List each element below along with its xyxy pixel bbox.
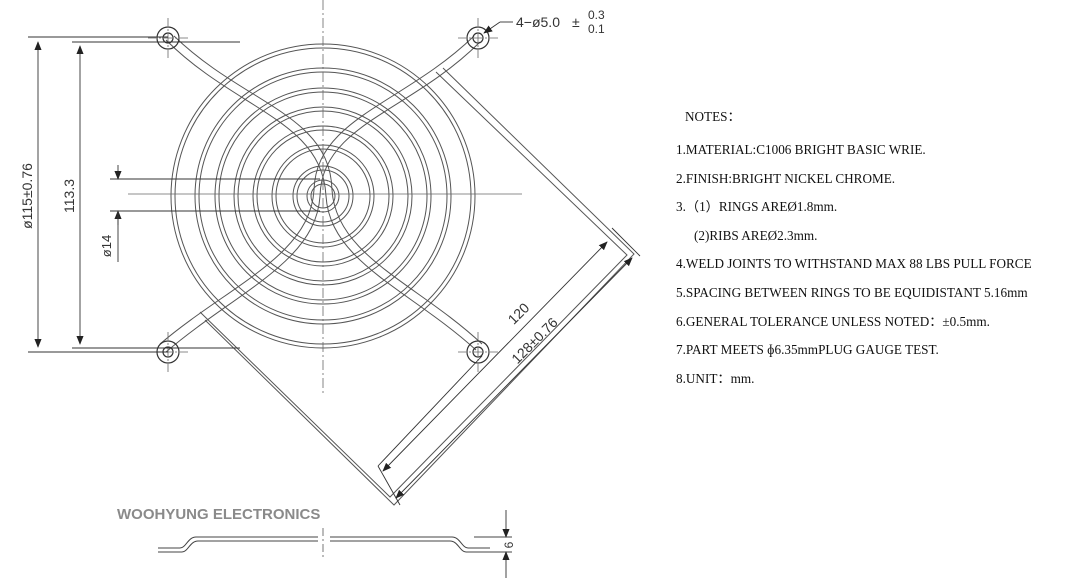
note-item: 1.MATERIAL:C1006 BRIGHT BASIC WRIE. (676, 142, 926, 157)
diagonal-dimensions (377, 227, 641, 506)
hole-tolerance-lower: 0.1 (588, 22, 605, 36)
side-profile (158, 510, 512, 578)
center-diameter-label: ø14 (99, 235, 114, 257)
ring-span-label: 113.3 (61, 179, 77, 213)
note-item: 8.UNIT：mm. (676, 370, 755, 386)
outer-diameter-label: ø115±0.76 (19, 163, 35, 229)
hole-tolerance-plusminus: ± (572, 14, 580, 30)
hole-callout-leader (483, 21, 513, 34)
note-item: 7.PART MEETS ɸ6.35mmPLUG GAUGE TEST. (676, 342, 939, 358)
note-item: 6.GENERAL TOLERANCE UNLESS NOTED：±0.5mm. (676, 313, 990, 329)
note-item: 5.SPACING BETWEEN RINGS TO BE EQUIDISTAN… (676, 284, 1028, 300)
notes-panel: NOTES： 1.MATERIAL:C1006 BRIGHT BASIC WRI… (676, 106, 1088, 393)
note-item: 3.（1）RINGS AREØ1.8mm. (676, 199, 838, 215)
note-item: 4.WELD JOINTS TO WITHSTAND MAX 88 LBS PU… (676, 256, 1032, 272)
company-name: WOOHYUNG ELECTRONICS (117, 506, 320, 523)
notes-title: NOTES： (685, 109, 741, 124)
center-diameter-dimension (110, 165, 320, 262)
ring-span-dimension (72, 41, 240, 349)
note-item: 2.FINISH:BRIGHT NICKEL CHROME. (676, 170, 896, 186)
thickness-label: 6 (502, 541, 516, 548)
note-item: (2)RIBS AREØ2.3mm. (694, 227, 818, 243)
outer-diameter-dimension (28, 36, 168, 353)
hole-tolerance-upper: 0.3 (588, 8, 605, 22)
hole-spec-label: 4−ø5.0 (516, 14, 560, 30)
hole-pitch-label: 120 (505, 299, 533, 327)
